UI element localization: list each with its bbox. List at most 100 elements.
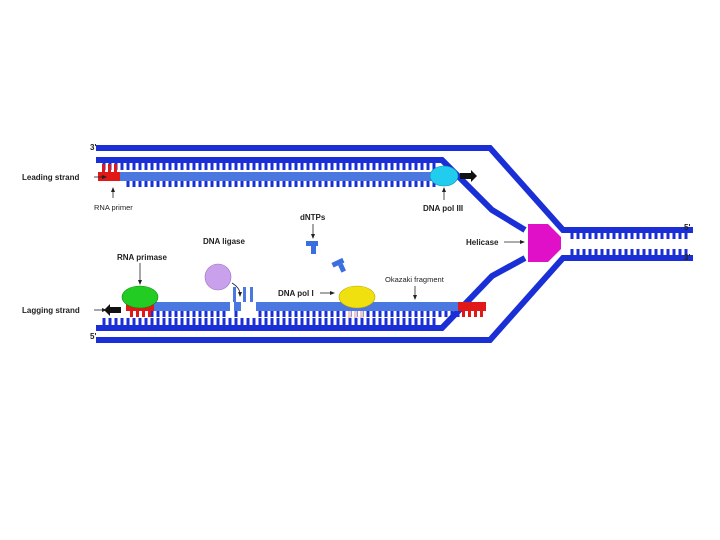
base-pair-tooth [372,162,376,170]
base-pair-tooth [198,181,202,187]
rna-primer-tooth [114,164,117,172]
rna-primer-leading [98,172,120,181]
base-pair-tooth [606,232,610,239]
base-pair-tooth [288,162,292,170]
base-pair-tooth [168,181,172,187]
base-pair-tooth [426,311,430,317]
base-pair-tooth [150,311,154,317]
base-pair-tooth [414,162,418,170]
base-pair-tooth [150,318,154,326]
base-pair-tooth [588,249,592,256]
base-pair-tooth [336,162,340,170]
base-pair-tooth [366,311,370,317]
base-pair-tooth [252,162,256,170]
base-pair-tooth [384,181,388,187]
base-pair-tooth [168,318,172,326]
base-pair-tooth [402,311,406,317]
pointer-arrowheads [102,175,525,312]
base-pair-tooth [642,232,646,239]
base-pair-tooth [336,318,340,326]
dna-ligase-enzyme [204,263,232,291]
base-pair-tooth [294,311,298,317]
base-pair-tooth [318,311,322,317]
base-pair-tooth [402,318,406,326]
arrowhead-icon [102,308,107,312]
base-pair-tooth [270,181,274,187]
base-pair-tooth [264,318,268,326]
okazaki-fragment-label: Okazaki fragment [385,275,445,284]
rna-primer-tooth [480,311,483,317]
base-pair-tooth [186,181,190,187]
base-pair-tooth [576,249,580,256]
base-pair-tooth [144,162,148,170]
base-pair-tooth [168,162,172,170]
base-pair-tooth [324,181,328,187]
base-pair-tooth [312,162,316,170]
base-pair-tooth [594,232,598,239]
base-pair-tooth [354,162,358,170]
base-pair-tooth [288,181,292,187]
base-pair-tooth [294,162,298,170]
rna-primer-removed-tooth [354,311,357,318]
base-pair-tooth [258,181,262,187]
base-pair-tooth [156,311,160,317]
base-pair-tooth [126,318,130,326]
base-pair-tooth [324,311,328,317]
base-pair-tooth [126,181,130,187]
base-pair-tooth [138,181,142,187]
base-pair-tooth [330,311,334,317]
base-pair-tooth [366,181,370,187]
rna-primer-tooth [474,311,477,317]
base-pair-tooth [234,311,238,317]
base-pair-tooth [372,181,376,187]
base-pair-tooth [456,311,460,317]
base-pair-tooth [246,318,250,326]
base-pair-tooth [378,318,382,326]
dntps-label: dNTPs [300,213,326,222]
base-pair-tooth [294,181,298,187]
base-pair-tooth [384,162,388,170]
dna-pol-i-enzyme [338,285,376,309]
base-pair-tooth [654,232,658,239]
base-pair-tooth [624,249,628,256]
base-pair-tooth [216,162,220,170]
base-pair-tooth [402,181,406,187]
dna-backbone-strand [96,145,693,233]
helicase-label: Helicase [466,238,499,247]
base-pair-tooth [186,162,190,170]
base-pair-tooth [684,232,688,239]
base-pair-tooth [426,162,430,170]
base-pair-tooth [660,249,664,256]
base-pair-tooth [318,162,322,170]
base-pair-tooth [618,249,622,256]
base-pair-tooth [636,249,640,256]
base-pair-tooth [390,162,394,170]
base-pair-tooth [324,318,328,326]
base-pair-tooth [570,232,574,239]
base-pair-tooth [396,318,400,326]
base-pair-tooth [396,162,400,170]
base-pair-tooth [408,318,412,326]
base-pair-tooth [666,232,670,239]
dntp-molecule [331,257,347,273]
base-pair-tooth [390,181,394,187]
base-pair-tooth [168,311,172,317]
base-pair-tooth [336,181,340,187]
leading-direction-arrow [460,170,477,182]
base-pair-tooth [246,181,250,187]
end-label-right-bottom: 3' [684,253,690,262]
base-pair-tooth [240,318,244,326]
base-pair-tooth [282,162,286,170]
arrowhead-icon [413,295,417,300]
base-pair-tooth [270,162,274,170]
base-pair-tooth [300,162,304,170]
base-pair-tooth [216,318,220,326]
arrowhead-icon [311,234,315,239]
base-pair-tooth [642,249,646,256]
base-pair-tooth [222,318,226,326]
base-pair-tooth [174,311,178,317]
helicase-enzyme [528,224,561,262]
base-pair-tooth [408,181,412,187]
dna-pol-iii-enzyme [429,165,459,187]
base-pair-tooth [204,181,208,187]
